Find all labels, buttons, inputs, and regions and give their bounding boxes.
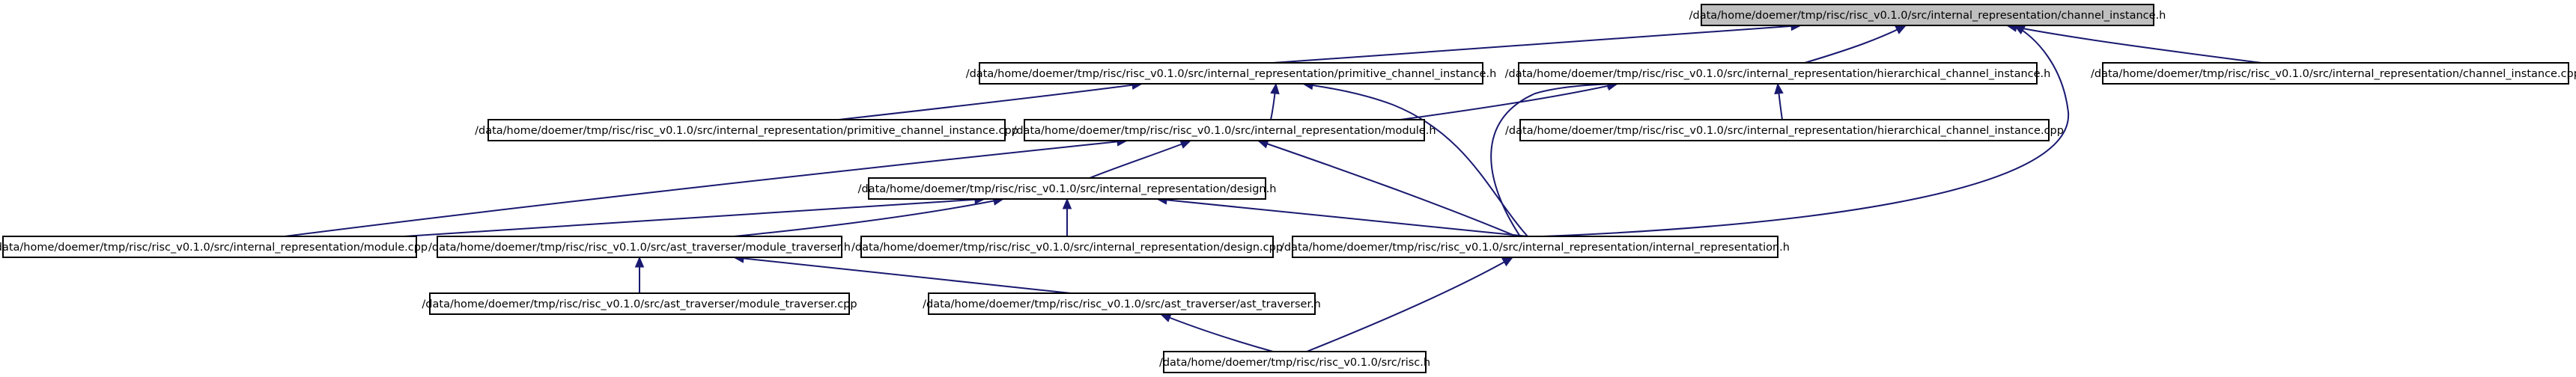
edge-line <box>1257 140 1517 237</box>
edge-module-cpp-to-design-h <box>404 194 986 237</box>
node-hierarchical-channel-instance-h[interactable]: /data/home/doemer/tmp/risc/risc_v0.1.0/s… <box>1505 62 2051 85</box>
edge-arrowhead <box>1270 82 1280 95</box>
edge-design-cpp-to-design-h <box>1062 197 1072 237</box>
edge-line <box>284 140 1128 237</box>
node-label: /data/home/doemer/tmp/risc/risc_v0.1.0/s… <box>966 68 1497 80</box>
edge-line <box>733 257 1072 294</box>
node-label: /data/home/doemer/tmp/risc/risc_v0.1.0/s… <box>422 298 857 310</box>
node-label: /data/home/doemer/tmp/risc/risc_v0.1.0/s… <box>851 242 1283 254</box>
node-label: /data/home/doemer/tmp/risc/risc_v0.1.0/s… <box>1505 125 2064 137</box>
node-label: /data/home/doemer/tmp/risc/risc_v0.1.0/s… <box>428 242 851 254</box>
edge-arrowhead <box>1179 140 1192 149</box>
node-design-cpp[interactable]: /data/home/doemer/tmp/risc/risc_v0.1.0/s… <box>851 236 1283 258</box>
edge-arrowhead <box>1501 257 1514 267</box>
node-design-h[interactable]: /data/home/doemer/tmp/risc/risc_v0.1.0/s… <box>858 177 1277 200</box>
edge-module-traverser-cpp-to-module-traverser-h <box>634 256 645 293</box>
edge-arrowhead <box>1774 82 1784 95</box>
edge-line <box>1272 25 1802 64</box>
edge-line <box>2006 25 2262 64</box>
edge-internal-representation-h-to-design-h <box>1155 195 1528 237</box>
edge-line <box>1804 25 1907 64</box>
edge-line <box>1160 313 1274 352</box>
edge-module-traverser-h-to-design-h <box>733 196 1005 237</box>
edge-line <box>1156 198 1528 237</box>
node-ast-traverser-h[interactable]: /data/home/doemer/tmp/risc/risc_v0.1.0/s… <box>923 292 1321 315</box>
edge-primitive-channel-instance-h-to-channel-instance-h <box>1272 21 1802 64</box>
node-label: /data/home/doemer/tmp/risc/risc_v0.1.0/s… <box>475 125 1018 137</box>
edge-line <box>1306 257 1513 352</box>
node-label: /data/home/doemer/tmp/risc/risc_v0.1.0/s… <box>1505 68 2051 80</box>
edge-ast-traverser-h-to-module-traverser-h <box>732 254 1072 294</box>
edge-arrowhead <box>1159 313 1172 322</box>
edge-line <box>838 83 1143 120</box>
node-internal-representation-h[interactable]: /data/home/doemer/tmp/risc/risc_v0.1.0/s… <box>1281 236 1790 258</box>
edge-line <box>1400 83 1618 120</box>
edge-risc-h-to-internal-representation-h <box>1306 257 1514 352</box>
edge-primitive-channel-instance-cpp-to-primitive-channel-instance-h <box>838 80 1143 120</box>
edge-line <box>733 198 1004 237</box>
node-label: /data/home/doemer/tmp/risc/risc_v0.1.0/s… <box>858 183 1277 195</box>
edge-module-h-to-primitive-channel-instance-h <box>1270 82 1280 120</box>
edge-line <box>1490 83 1618 237</box>
node-hierarchical-channel-instance-cpp[interactable]: /data/home/doemer/tmp/risc/risc_v0.1.0/s… <box>1505 119 2064 141</box>
node-primitive-channel-instance-h[interactable]: /data/home/doemer/tmp/risc/risc_v0.1.0/s… <box>966 62 1497 85</box>
edge-hierarchical-channel-instance-cpp-to-hierarchical-channel-instance-h <box>1774 82 1784 120</box>
node-module-h[interactable]: /data/home/doemer/tmp/risc/risc_v0.1.0/s… <box>1012 119 1436 141</box>
node-label: /data/home/doemer/tmp/risc/risc_v0.1.0/s… <box>923 298 1321 310</box>
edge-design-h-to-module-h <box>1089 140 1192 179</box>
node-risc-h[interactable]: /data/home/doemer/tmp/risc/risc_v0.1.0/s… <box>1159 351 1430 373</box>
edge-line <box>1089 140 1191 179</box>
edge-line <box>1302 83 1528 237</box>
node-label: /data/home/doemer/tmp/risc/risc_v0.1.0/s… <box>1159 357 1430 369</box>
edge-line <box>404 198 985 237</box>
edge-arrowhead <box>1895 25 1907 34</box>
edge-line <box>1542 25 2070 237</box>
node-primitive-channel-instance-cpp[interactable]: /data/home/doemer/tmp/risc/risc_v0.1.0/s… <box>475 119 1018 141</box>
edge-arrowhead <box>1062 197 1072 209</box>
edge-risc-h-to-ast-traverser-h <box>1159 313 1274 352</box>
node-label: /data/home/doemer/tmp/risc/risc_v0.1.0/s… <box>2091 68 2576 80</box>
edge-channel-instance-cpp-to-channel-instance-h <box>2005 22 2262 64</box>
edge-hierarchical-channel-instance-h-to-channel-instance-h <box>1804 25 1907 64</box>
edge-module-h-to-hierarchical-channel-instance-h <box>1400 81 1619 120</box>
node-module-traverser-cpp[interactable]: /data/home/doemer/tmp/risc/risc_v0.1.0/s… <box>422 292 857 315</box>
edge-arrowhead <box>634 256 645 268</box>
node-module-cpp[interactable]: /data/home/doemer/tmp/risc/risc_v0.1.0/s… <box>0 236 428 258</box>
edge-internal-representation-h-to-primitive-channel-instance-h <box>1301 80 1528 237</box>
node-label: /data/home/doemer/tmp/risc/risc_v0.1.0/s… <box>0 242 428 254</box>
node-label: /data/home/doemer/tmp/risc/risc_v0.1.0/s… <box>1281 242 1790 254</box>
node-label: /data/home/doemer/tmp/risc/risc_v0.1.0/s… <box>1689 10 2166 22</box>
node-label: /data/home/doemer/tmp/risc/risc_v0.1.0/s… <box>1012 125 1436 137</box>
file-nodes: /data/home/doemer/tmp/risc/risc_v0.1.0/s… <box>0 4 2576 373</box>
node-channel-instance-cpp[interactable]: /data/home/doemer/tmp/risc/risc_v0.1.0/s… <box>2091 62 2576 85</box>
node-module-traverser-h[interactable]: /data/home/doemer/tmp/risc/risc_v0.1.0/s… <box>428 236 851 258</box>
node-channel-instance-h[interactable]: /data/home/doemer/tmp/risc/risc_v0.1.0/s… <box>1689 4 2166 26</box>
